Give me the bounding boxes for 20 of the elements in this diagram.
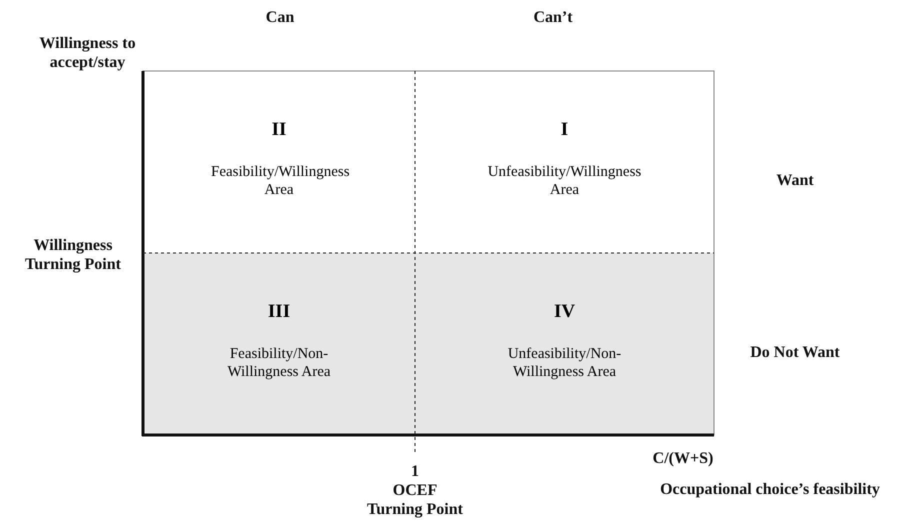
quadrant-numeral: III — [266, 301, 292, 323]
column-header: Can’t — [532, 8, 574, 27]
axis-label: Occupational choice’s feasibility — [659, 480, 881, 499]
column-header: Can — [264, 8, 296, 27]
tick-label: 1 — [410, 462, 420, 481]
area-label: Feasibility/Non-Willingness Area — [226, 345, 332, 381]
area-label: Feasibility/Willingness Area — [211, 163, 347, 199]
row-label: Do Not Want — [749, 343, 841, 362]
axis-label: Willingness Turning Point — [24, 236, 122, 274]
quadrant-numeral: IV — [552, 301, 576, 323]
area-label: Unfeasibility/Willingness Area — [486, 163, 642, 199]
axis-label: OCEF Turning Point — [366, 481, 464, 519]
quadrant-numeral: II — [270, 119, 288, 141]
axis-label: C/(W+S) — [652, 449, 714, 468]
quadrant-numeral: I — [560, 119, 570, 141]
axis-label: Willingness to accept/stay — [38, 34, 137, 72]
row-label: Want — [775, 171, 815, 190]
quadrant-area — [415, 253, 714, 435]
quadrant-area — [143, 253, 415, 435]
area-label: Unfeasibility/Non-Willingness Area — [506, 345, 622, 381]
